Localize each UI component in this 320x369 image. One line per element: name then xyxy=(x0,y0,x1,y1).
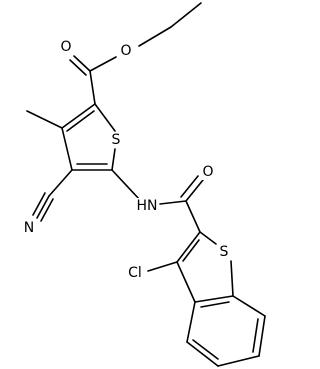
bond-ester-c-ring xyxy=(89,70,96,105)
bond-amide-double-a xyxy=(185,179,204,202)
bond-benz-c3a-c7a-inner xyxy=(200,301,230,308)
bond-bt-c3a-c7a xyxy=(194,295,234,303)
atom-nh-amide: HN xyxy=(135,198,159,214)
atom-s-benzothiophene-label: S xyxy=(220,244,229,260)
atom-cl-label: Cl xyxy=(128,265,142,281)
bond-ethyl-ch2-o xyxy=(138,26,172,47)
bond-bt-c3-c3a xyxy=(176,261,196,303)
atom-o-carbonyl-amide-label: O xyxy=(202,164,213,180)
atom-cl: Cl xyxy=(124,265,146,281)
bond-benz-c5-c6 xyxy=(217,355,260,367)
bond-thiophene-c2-c3 xyxy=(61,103,96,129)
bond-methyl xyxy=(26,110,63,129)
bond-nitrile-triple-a xyxy=(36,195,50,219)
bond-benz-c3a-c4 xyxy=(186,301,196,343)
atom-n-nitrile-label: N xyxy=(24,220,34,236)
bond-nitrile-triple-b xyxy=(32,192,46,216)
atom-n-nitrile: N xyxy=(22,220,36,236)
molecule-drawing: O O S N HN O S Cl xyxy=(22,2,266,367)
bond-bt-c2-c3 xyxy=(176,231,201,263)
bond-thiophene-c2-c3-inner xyxy=(66,110,95,132)
bond-bt-c2-s xyxy=(199,231,217,245)
bond-carbonyl-double-a xyxy=(73,55,91,72)
atom-o-carbonyl-amide: O xyxy=(201,164,215,180)
bond-c3-cl xyxy=(147,261,178,272)
atom-o-ether-label: O xyxy=(120,43,131,59)
bond-ring-nitrile-c xyxy=(48,169,73,197)
bond-amide-double-b xyxy=(180,175,199,198)
bond-o-carbonyl-c xyxy=(89,56,117,72)
bond-benz-c4-c5-inner xyxy=(192,339,219,360)
bond-ethyl-ch3 xyxy=(170,2,202,28)
atom-s-thiophene-label: S xyxy=(112,132,121,148)
bond-thiophene-c2-s xyxy=(94,103,116,132)
structure-canvas: O O S N HN O S Cl xyxy=(22,2,266,367)
atom-o-carbonyl-ester-label: O xyxy=(60,39,71,55)
bond-nitrile-triple-c xyxy=(40,198,54,222)
bond-bt-c2-c3-inner xyxy=(182,239,200,262)
bond-carbonyl-double-b xyxy=(69,59,87,76)
bond-amide-c-ring xyxy=(185,200,201,233)
bond-benz-c6-c7-inner xyxy=(252,318,259,353)
bond-bt-s-c7a xyxy=(230,260,234,297)
bond-benz-c6-c7 xyxy=(258,315,266,357)
bond-ring-nh xyxy=(111,169,141,201)
atom-o-ether: O xyxy=(119,43,133,59)
atom-s-benzothiophene: S xyxy=(217,244,231,260)
atom-nh-amide-label: HN xyxy=(137,198,158,214)
bond-nh-carbonyl-c xyxy=(159,200,187,205)
bond-thiophene-c3-c4 xyxy=(61,127,73,171)
bond-thiophene-s-c5 xyxy=(111,148,116,171)
atom-s-thiophene: S xyxy=(109,132,123,148)
bond-benz-c4-c5 xyxy=(186,341,219,367)
bond-benz-c7-c7a xyxy=(232,295,266,317)
atom-o-carbonyl-ester: O xyxy=(59,39,73,55)
